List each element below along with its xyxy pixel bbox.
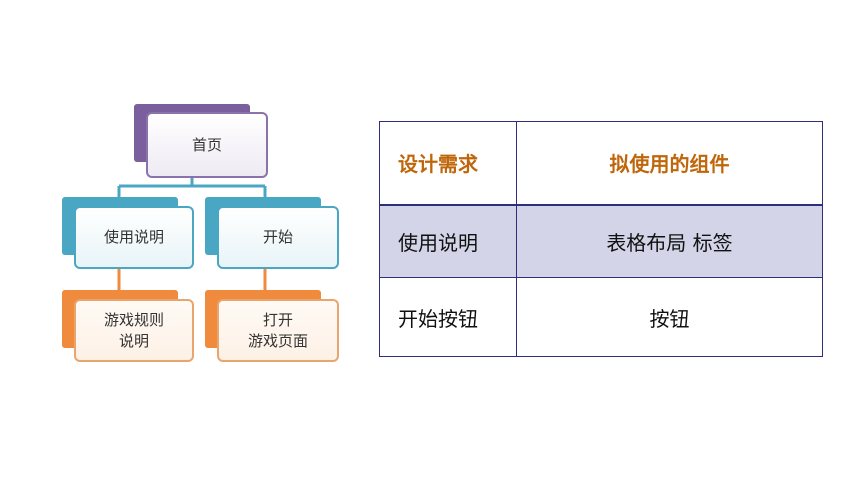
node-game-rules-line1: 游戏规则 xyxy=(103,311,164,330)
cell-requirement: 使用说明 xyxy=(379,203,517,278)
table-row: 使用说明 表格布局 标签 xyxy=(379,203,823,278)
node-open-game: 打开 游戏页面 xyxy=(205,290,339,364)
node-open-game-label: 打开 游戏页面 xyxy=(248,310,308,351)
node-usage-label: 使用说明 xyxy=(103,228,164,247)
table-header-row: 设计需求 拟使用的组件 xyxy=(379,121,823,205)
node-open-game-box: 打开 游戏页面 xyxy=(217,299,339,362)
cell-components: 按钮 xyxy=(516,277,823,357)
node-game-rules-label: 游戏规则 说明 xyxy=(104,310,164,351)
node-start-label: 开始 xyxy=(262,228,293,247)
node-home-box: 首页 xyxy=(146,112,268,178)
requirements-table: 设计需求 拟使用的组件 使用说明 表格布局 标签 开始按钮 按钮 xyxy=(379,121,823,357)
cell-components: 表格布局 标签 xyxy=(516,203,823,278)
node-home-label: 首页 xyxy=(191,135,222,154)
cell-requirement: 开始按钮 xyxy=(379,277,517,357)
node-game-rules-line2: 说明 xyxy=(118,331,149,350)
node-usage: 使用说明 xyxy=(62,197,194,271)
node-start: 开始 xyxy=(205,197,339,271)
node-home: 首页 xyxy=(134,104,268,180)
node-game-rules-box: 游戏规则 说明 xyxy=(74,299,194,362)
node-start-box: 开始 xyxy=(217,206,339,269)
table-row: 开始按钮 按钮 xyxy=(379,277,823,357)
node-open-game-line2: 游戏页面 xyxy=(247,331,308,350)
node-usage-box: 使用说明 xyxy=(74,206,194,269)
header-components: 拟使用的组件 xyxy=(516,121,823,205)
header-design-requirement: 设计需求 xyxy=(379,121,517,205)
node-game-rules: 游戏规则 说明 xyxy=(62,290,194,364)
node-open-game-line1: 打开 xyxy=(262,311,293,330)
